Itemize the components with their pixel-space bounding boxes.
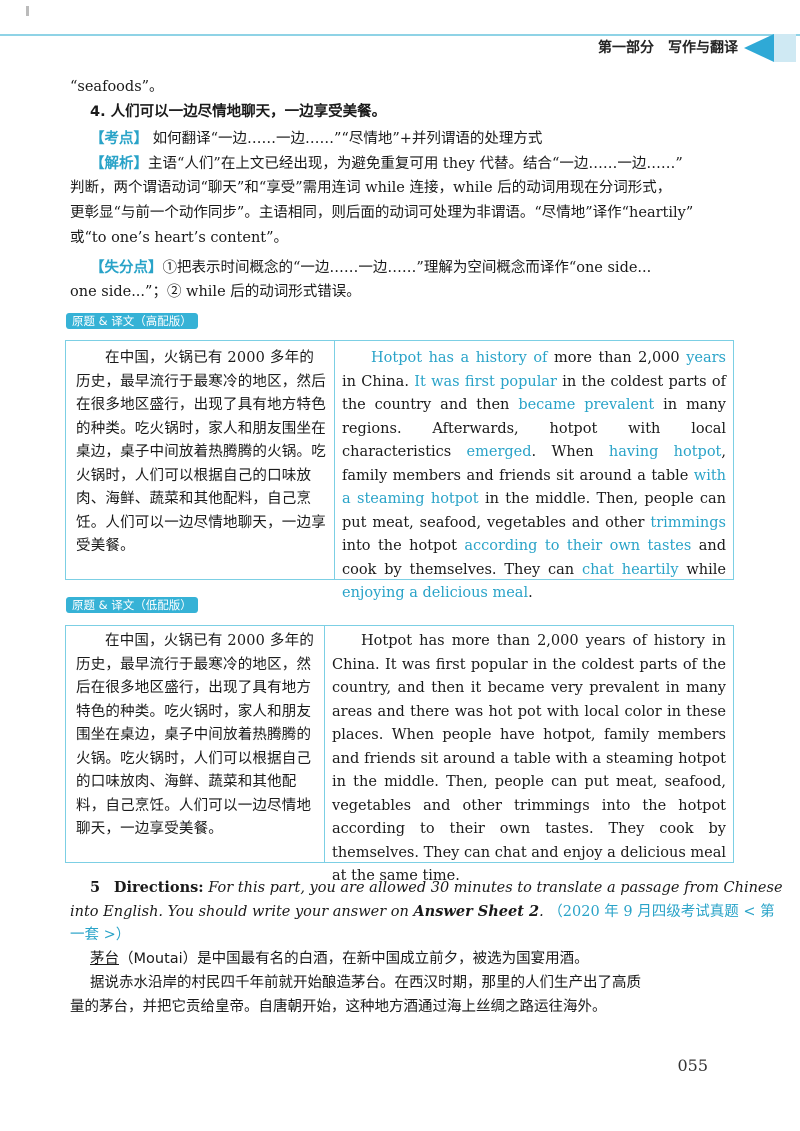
plain-phrase: in many regions. Afterwards, hotpot with… — [342, 397, 727, 460]
directions-text-1: For this part, you are allowed 30 minute… — [208, 880, 783, 896]
highlighted-phrase: enjoying a delicious meal — [342, 585, 529, 601]
highlighted-phrase: with a steaming hotpot — [342, 467, 726, 508]
highlighted-phrase: emerged — [466, 444, 532, 460]
table-divider — [334, 341, 335, 579]
item5-directions-line-2: into English. You should write your answ… — [70, 903, 775, 920]
plain-phrase: in the coldest parts of the country and … — [342, 373, 726, 414]
highlighted-phrase: chat heartily — [581, 561, 679, 578]
directions-text-2: into English. You should write your answ… — [70, 904, 414, 920]
plain-phrase: into the hotpot — [342, 538, 465, 554]
passage-term: 茅台 — [90, 951, 119, 967]
shifen-text-1: ①把表示时间概念的“一边……一边……”理解为空间概念而译作“one side..… — [162, 260, 652, 276]
item5-number: 5 — [90, 879, 101, 896]
page-corner-mark — [26, 6, 29, 16]
jiexi-text-1: 主语“人们”在上文已经出现，为避免重复可用 they 代替。结合“一边……一边…… — [148, 156, 683, 172]
plain-phrase: . — [528, 585, 533, 601]
plain-phrase: and cook by themselves. They can — [342, 538, 727, 578]
source-line-2: 一套 >） — [70, 927, 131, 943]
header-arrow-icon — [744, 34, 774, 62]
high-version-table: 在中国，火锅已有 2000 多年的历史，最早流行于最寒冷的地区，然后在很多地区盛… — [65, 340, 734, 601]
high-version-tag: 原题 & 译文（高配版） — [66, 310, 198, 329]
highlighted-phrase: It was first popular — [414, 373, 557, 390]
seafoods-line: “seafoods”。 — [70, 79, 164, 95]
passage-line-1: 茅台（Moutai）是中国最有名的白酒，在新中国成立前夕，被选为国宴用酒。 — [90, 948, 589, 972]
plain-phrase: . When — [531, 444, 609, 460]
passage-text-1: （Moutai）是中国最有名的白酒，在新中国成立前夕，被选为国宴用酒。 — [119, 951, 589, 967]
plain-phrase: , family members and friends sit around … — [342, 444, 726, 484]
kaodian-label: 考点 — [104, 130, 134, 147]
high-chinese-text: 在中国，火锅已有 2000 多年的历史，最早流行于最寒冷的地区，然后在很多地区盛… — [76, 350, 326, 554]
shifen-line-2: one side...”；② while 后的动词形式错误。 — [70, 284, 361, 300]
highlighted-phrase: trimmings — [650, 514, 726, 531]
highlighted-phrase: Hotpot has a history of — [371, 350, 548, 366]
jiexi-line-4: 或“to one’s heart’s content”。 — [70, 230, 289, 246]
jiexi-label: 解析 — [104, 155, 134, 172]
jiexi-line-2: 判断，两个谓语动词“聊天”和“享受”需用连词 while 连接，while 后的… — [70, 180, 672, 196]
low-english-text: Hotpot has more than 2,000 years of hist… — [332, 633, 726, 884]
directions-label: Directions: — [113, 879, 204, 896]
highlighted-phrase: became prevalent — [518, 397, 655, 413]
plain-phrase: more than 2,000 — [547, 350, 687, 366]
source-line-1: （2020 年 9 月四级考试真题 < 第 — [548, 904, 775, 920]
plain-phrase: while — [678, 561, 726, 578]
header-rule — [0, 34, 800, 36]
high-english-text: Hotpot has a history of more than 2,000 … — [342, 347, 726, 606]
kaodian-text: 如何翻译“一边……一边……”“尽情地”+并列谓语的处理方式 — [152, 131, 543, 147]
kaodian-line: 【考点】 如何翻译“一边……一边……”“尽情地”+并列谓语的处理方式 — [90, 130, 543, 147]
shifen-line-1: 【失分点】①把表示时间概念的“一边……一边……”理解为空间概念而译作“one s… — [90, 259, 652, 276]
item5-directions-line-1: 5 Directions: For this part, you are all… — [90, 876, 783, 901]
table-divider — [324, 626, 325, 862]
plain-phrase: in the middle. Then, people can put meat… — [342, 491, 726, 531]
highlighted-phrase: years — [686, 350, 726, 366]
low-chinese-text: 在中国，火锅已有 2000 多年的历史，最早流行于最寒冷的地区，然后在很多地区盛… — [76, 633, 315, 837]
low-version-tag: 原题 & 译文（低配版） — [66, 594, 198, 613]
passage-line-3: 量的茅台，并把它贡给皇帝。自唐朝开始，这种地方酒通过海上丝绸之路运往海外。 — [70, 999, 607, 1015]
header-tab-decoration — [774, 34, 796, 62]
passage-line-2: 据说赤水沿岸的村民四千年前就开始酿造茅台。在西汉时期，那里的人们生产出了高质 — [90, 975, 641, 991]
low-version-table: 在中国，火锅已有 2000 多年的历史，最早流行于最寒冷的地区，然后在很多地区盛… — [65, 625, 734, 884]
highlighted-phrase: according to their own tastes — [464, 538, 692, 554]
jiexi-line-3: 更彰显“与前一个动作同步”。主语相同，则后面的动词可处理为非谓语。“尽情地”译作… — [70, 205, 694, 221]
page-number: 055 — [677, 1056, 708, 1075]
shifen-label: 失分点 — [104, 259, 149, 276]
item4-title: 4. 人们可以一边尽情地聊天，一边享受美餐。 — [90, 104, 387, 120]
plain-phrase: in China. — [342, 373, 415, 390]
section-label: 第一部分 写作与翻译 — [598, 40, 738, 56]
highlighted-phrase: having hotpot — [608, 444, 722, 460]
jiexi-line-1: 【解析】主语“人们”在上文已经出现，为避免重复可用 they 代替。结合“一边…… — [90, 155, 683, 172]
answer-sheet: Answer Sheet 2 — [413, 903, 540, 920]
